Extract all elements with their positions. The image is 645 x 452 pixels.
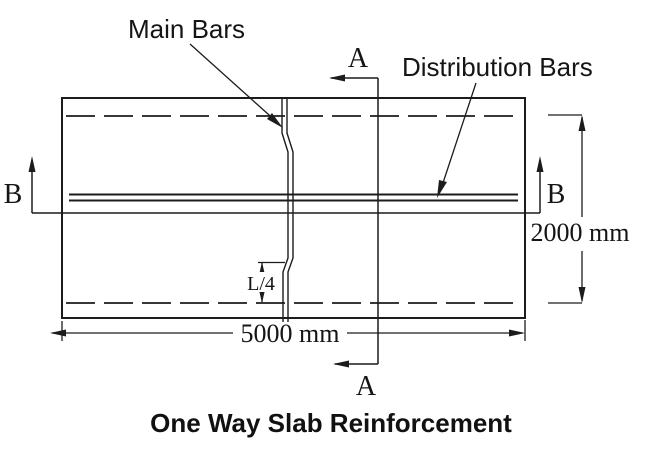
dim-5000-left-arrowhead-icon xyxy=(50,329,66,337)
dim-5000-right-arrowhead-icon xyxy=(509,329,525,337)
dim-2000-up-arrowhead-icon xyxy=(578,115,586,131)
section-a-bottom-arrowhead-icon xyxy=(333,360,349,368)
section-b-label-right: B xyxy=(547,179,566,210)
main-bars-leader-line xyxy=(189,43,279,124)
section-b-label-left: B xyxy=(4,179,23,210)
dim-l4-down-arrowhead-icon xyxy=(259,290,265,303)
main-bar-line-right xyxy=(286,98,294,322)
section-b-left-arrowhead-icon xyxy=(28,156,36,172)
distribution-bars-leader-line xyxy=(439,82,477,193)
section-a-label-bottom: A xyxy=(356,371,377,402)
section-a-label-top: A xyxy=(348,43,369,74)
dim-l4-label: L/4 xyxy=(247,273,275,295)
distribution-bars-leader-arrowhead-icon xyxy=(437,180,447,198)
section-a-top-arrowhead-icon xyxy=(329,74,345,82)
section-b-right-arrowhead-icon xyxy=(536,156,544,172)
dim-5000-label: 5000 mm xyxy=(241,319,340,348)
main-bars-leader-arrowhead-icon xyxy=(267,113,283,128)
dim-l4-up-arrowhead-icon xyxy=(259,262,265,275)
dim-l4-label-backing xyxy=(243,272,279,292)
dim-2000-down-arrowhead-icon xyxy=(578,287,586,303)
diagram-title: One Way Slab Reinforcement xyxy=(150,408,512,438)
dim-2000-label: 2000 mm xyxy=(531,218,630,247)
main-bars-label: Main Bars xyxy=(128,14,245,44)
slab-outline xyxy=(61,97,526,319)
distribution-bars-label: Distribution Bars xyxy=(402,52,593,82)
